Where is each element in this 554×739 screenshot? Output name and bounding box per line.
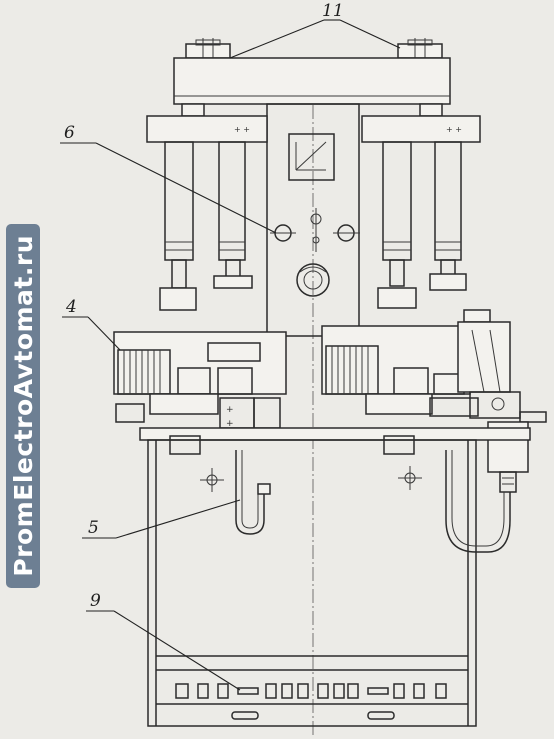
right-cylinders <box>377 141 467 309</box>
column-cam <box>296 263 330 297</box>
callout-9: 9 <box>90 591 101 611</box>
watermark-banner: PromElectroAvtomat.ru <box>6 224 40 588</box>
column-holes <box>270 208 360 252</box>
right-drive-block <box>321 325 479 417</box>
slots-panel <box>175 683 447 720</box>
left-drive-block: + + <box>113 331 287 429</box>
right-arm-plate <box>361 115 481 143</box>
central-column <box>266 103 360 337</box>
frame <box>147 439 477 727</box>
top-knob-left <box>185 38 231 59</box>
contactor-assembly <box>457 309 547 493</box>
left-arm-plate <box>146 115 268 143</box>
callout-5: 5 <box>88 518 99 538</box>
svg-text:+ +: + + <box>234 125 250 134</box>
cable <box>445 450 511 553</box>
top-knob-right <box>397 38 443 59</box>
frame-markers <box>200 466 422 492</box>
indicator-window <box>288 133 335 181</box>
svg-text:+: + <box>226 405 234 415</box>
watermark-text: PromElectroAvtomat.ru <box>8 235 38 577</box>
top-crossbar <box>173 57 451 105</box>
mounting-plate <box>139 427 531 441</box>
callout-4: 4 <box>66 297 77 317</box>
callout-11: 11 <box>322 1 344 21</box>
callout-6: 6 <box>64 123 75 143</box>
u-tube <box>235 450 271 535</box>
svg-text:+ +: + + <box>446 125 462 134</box>
svg-text:+: + <box>226 419 234 429</box>
leader-lines <box>60 19 401 691</box>
left-cylinders <box>159 141 253 311</box>
